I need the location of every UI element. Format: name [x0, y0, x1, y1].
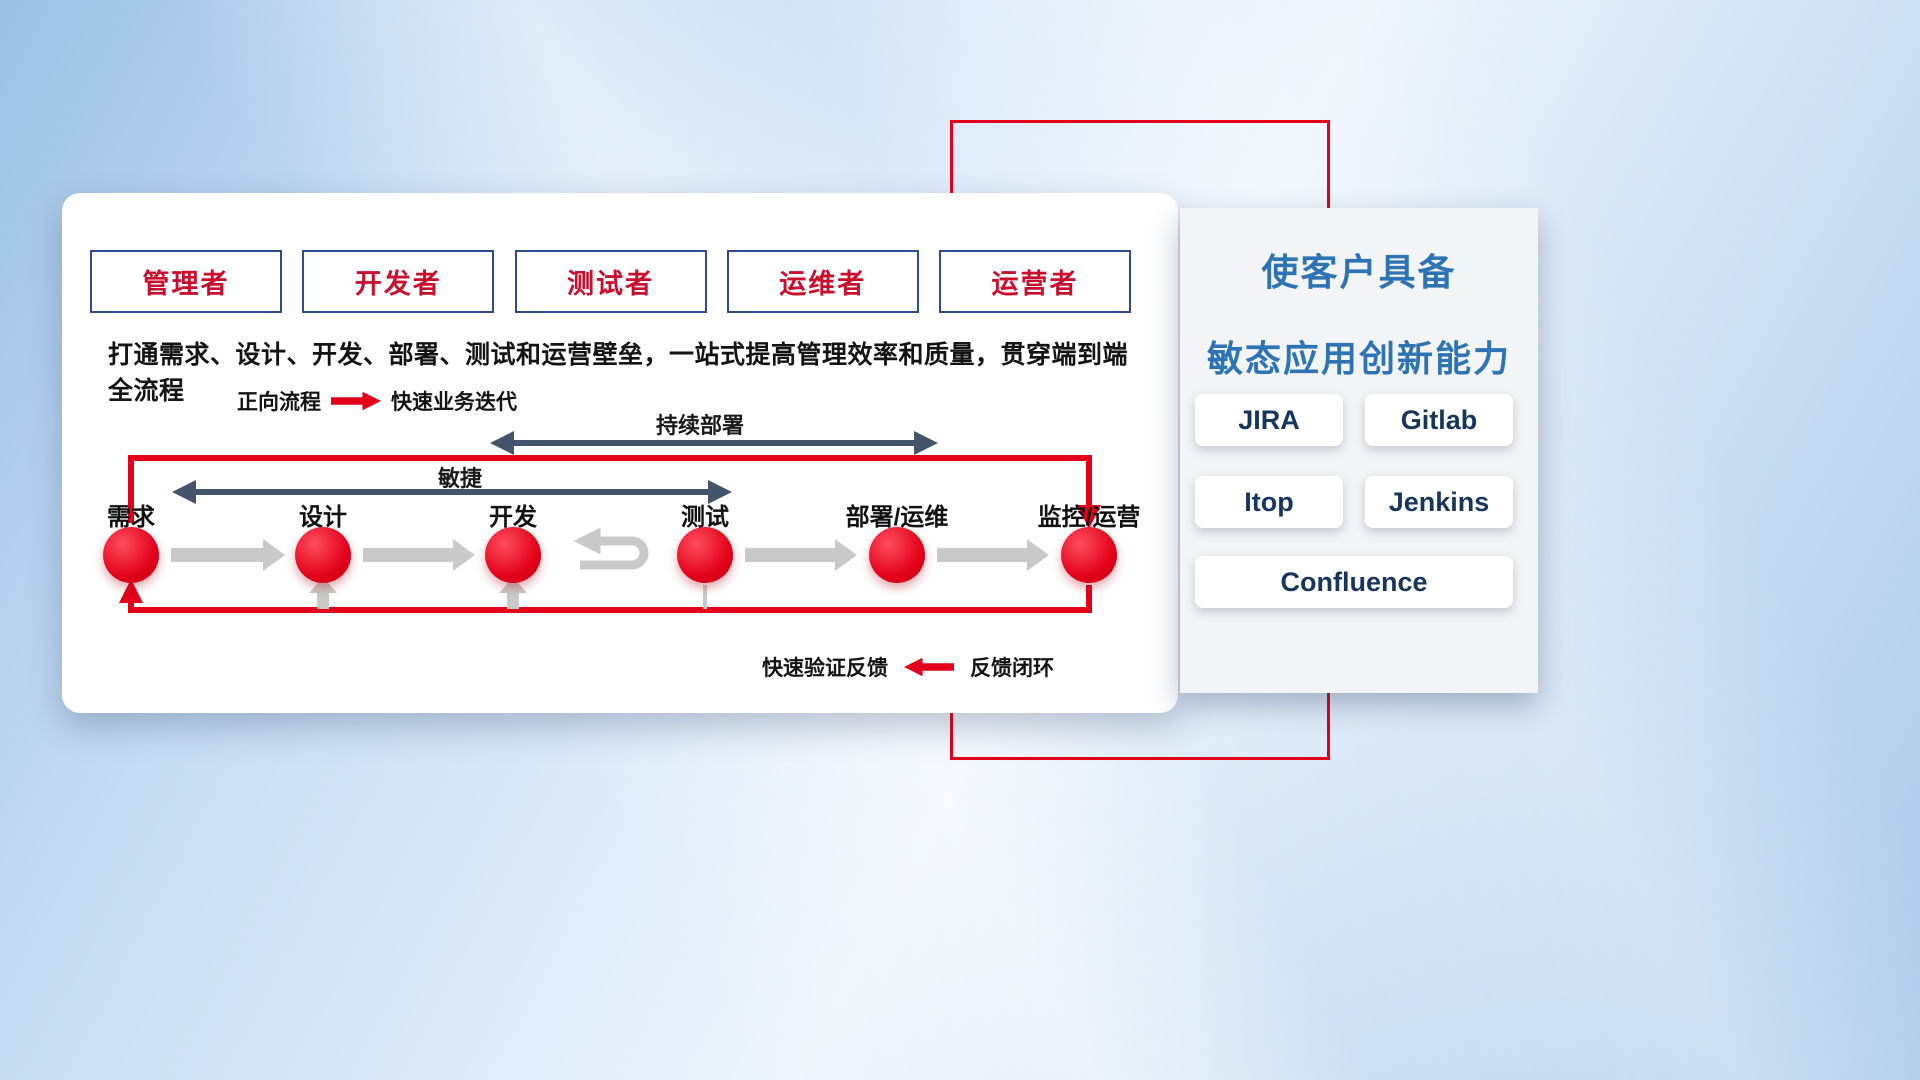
stage-node-development [485, 527, 541, 583]
role-box-manager: 管理者 [90, 250, 282, 313]
role-box-tester: 测试者 [514, 250, 707, 313]
flow-step-arrow-icon [937, 539, 1049, 571]
role-box-operator: 运营者 [939, 250, 1131, 313]
stage-node-deploy-ops [869, 527, 925, 583]
panel-description: 打通需求、设计、开发、部署、测试和运营壁垒，一站式提高管理效率和质量，贯穿端到端… [108, 341, 1129, 405]
tool-chip-gitlab: Gitlab [1365, 394, 1513, 446]
stage-label-deploy-ops: 部署/运维 [845, 504, 949, 531]
tool-chip-itop: Itop [1195, 476, 1343, 528]
feedback-legend-desc: 快速验证反馈 [762, 657, 888, 680]
capability-title-line2: 敏态应用创新能力 [1206, 338, 1511, 379]
agile-label: 敏捷 [437, 466, 482, 491]
tool-chip-confluence: Confluence [1195, 556, 1513, 608]
stage-label-monitor-operate: 监控/运营 [1037, 504, 1141, 531]
continuous-deployment-label: 持续部署 [655, 413, 744, 438]
stage-node-testing [677, 527, 733, 583]
stage-node-design [295, 527, 351, 583]
capability-panel: 使客户具备 敏态应用创新能力 JIRA Gitlab Itop Jenkins … [1180, 208, 1538, 693]
feedback-legend-label: 反馈闭环 [970, 657, 1054, 680]
feedback-arrow-icon [904, 657, 954, 677]
capability-title-line1: 使客户具备 [1261, 252, 1457, 293]
flow-step-arrow-icon [171, 539, 285, 571]
stage-node-requirements [103, 527, 159, 583]
forward-legend-desc: 快速业务迭代 [391, 391, 517, 414]
forward-legend-label: 正向流程 [237, 391, 321, 414]
tool-chip-jenkins: Jenkins [1365, 476, 1513, 528]
role-label: 开发者 [354, 269, 442, 299]
role-label: 运营者 [991, 269, 1079, 299]
role-label: 运维者 [779, 269, 867, 299]
feedback-legend: 快速验证反馈 反馈闭环 [762, 653, 1054, 681]
iteration-loop-arrow-icon [573, 527, 649, 570]
flow-step-arrow-icon [363, 539, 475, 571]
devops-flow-panel: 管理者 开发者 测试者 运维者 运营者 打通需求、设计、开发、部署、测试和运营壁… [62, 193, 1178, 713]
role-box-developer: 开发者 [302, 250, 495, 313]
stage-node-monitor-operate [1061, 527, 1117, 583]
stage-label-development: 开发 [489, 504, 537, 531]
tool-chip-jira: JIRA [1195, 394, 1343, 446]
forward-legend: 正向流程 快速业务迭代 [237, 387, 517, 415]
role-box-ops: 运维者 [726, 250, 919, 313]
role-label: 管理者 [142, 269, 230, 299]
role-row: 管理者 开发者 测试者 运维者 运营者 [90, 250, 1131, 313]
flow-step-arrow-icon [745, 539, 857, 571]
feedback-loop-line [119, 579, 1092, 613]
stage-label-design: 设计 [299, 504, 347, 531]
role-label: 测试者 [567, 269, 654, 299]
stage-label-requirements: 需求 [107, 504, 155, 531]
stage-label-testing: 测试 [681, 504, 729, 531]
forward-arrow-icon [331, 391, 381, 411]
